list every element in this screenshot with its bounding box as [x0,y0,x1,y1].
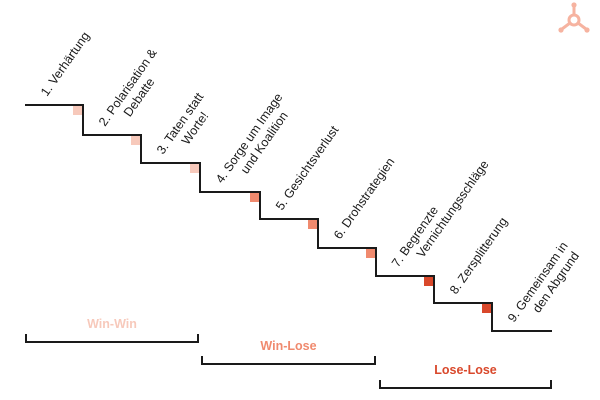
step-label-line: 8. Zersplitterung [447,215,510,297]
step-marker [250,193,259,202]
step-label: 6. Drohstrategien [331,155,397,242]
phase-label: Win-Win [87,317,137,331]
logo-spoke [560,21,572,31]
logo-dot [558,27,564,33]
phase-bracket-line [379,380,552,389]
phase-bracket: Win-Win [25,317,199,343]
hubspot-sprocket-icon [558,2,590,33]
phase-label: Win-Lose [260,339,316,353]
phase-bracket: Win-Lose [201,339,376,365]
staircase-line [25,104,552,332]
step-label: 8. Zersplitterung [447,215,510,297]
step-label-line: 1. Verhärtung [38,29,93,99]
staircase [25,104,552,332]
phase-label: Lose-Lose [434,363,497,377]
step-marker [366,249,375,258]
step-marker [424,277,433,286]
phase-bracket-line [201,356,376,365]
step-markers [73,106,491,313]
step-marker [482,304,491,313]
step-label: 4. Sorge um Imageund Koalition [213,91,298,195]
step-label-line: 6. Drohstrategien [331,155,397,242]
step-marker [131,136,140,145]
step-marker [190,164,199,173]
step-marker [73,106,82,115]
step-label: 2. Polarisation &Debatte [96,46,172,138]
step-label: 5. Gesichtsverlust [273,123,342,213]
logo-dot [584,27,590,33]
logo-dot [571,2,577,8]
step-label-line: 5. Gesichtsverlust [273,123,342,213]
step-marker [308,220,317,229]
phase-bracket-line [25,334,199,343]
step-label: 1. Verhärtung [38,29,93,99]
logo-spoke [576,21,588,31]
step-label: 3. Taten stattWorte! [154,90,219,166]
phase-bracket: Lose-Lose [379,363,552,389]
step-label: 9. Gemeinsam inden Abgrund [505,239,583,333]
